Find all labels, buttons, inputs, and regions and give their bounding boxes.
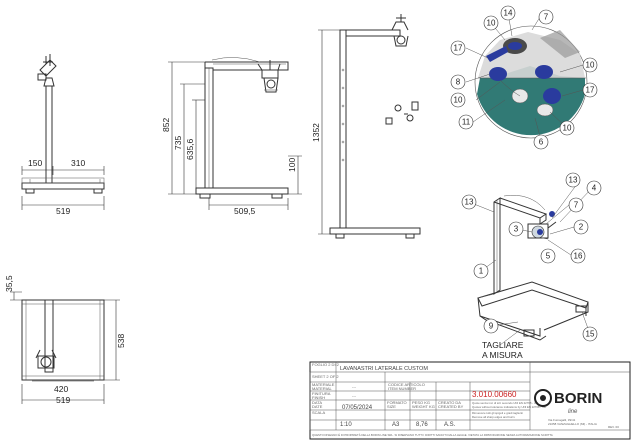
balloon-9: 9 — [489, 322, 494, 331]
dim-519-front: 519 — [56, 206, 70, 216]
iso-view: TAGLIARE A MISURA — [477, 195, 589, 360]
tb-weight-value: 8,76 — [416, 422, 428, 428]
dim-35-5: 35,5 — [4, 275, 14, 292]
tb-finish-value: --- — [352, 393, 357, 398]
balloon-10: 10 — [563, 124, 572, 133]
tb-item-label: ITEM NUMBER — [388, 386, 416, 391]
tb-data-label: DATA — [312, 400, 322, 405]
tb-date-value: 07/05/2024 — [342, 405, 373, 411]
tb-tolerance-2: Quotes without tolerance indications by … — [472, 405, 546, 409]
logo-sub: line — [568, 409, 578, 415]
balloon-7: 7 — [544, 13, 549, 22]
tb-codice-label: CODICE ARTICOLO — [388, 382, 425, 387]
tb-size-value: A3 — [392, 422, 400, 428]
title-block: FOGLIO 2 DI 2 SHEET 2 OF 2 LAVANASTRI LA… — [309, 361, 631, 440]
tb-formato-label: FORMATO — [387, 400, 407, 405]
balloons — [465, 12, 593, 335]
tb-peso-label: PESO KG — [412, 400, 430, 405]
dim-150: 150 — [28, 158, 42, 168]
tb-finish-en: FINISH — [312, 395, 325, 400]
note-tagliare: TAGLIARE — [482, 340, 524, 350]
tb-company: Via Fumagalli, 39/41 — [548, 418, 576, 422]
tb-creator-value: A.S. — [444, 422, 456, 428]
balloon-11: 11 — [462, 118, 471, 127]
tb-weight-en: WEIGHT KG — [412, 404, 435, 409]
balloon-16: 16 — [574, 252, 583, 261]
balloon-8: 8 — [456, 78, 461, 87]
tb-foglio: FOGLIO 2 DI 2 — [312, 362, 340, 367]
balloon-6: 6 — [539, 138, 544, 147]
balloon-10: 10 — [454, 96, 463, 105]
balloon-7: 7 — [574, 201, 579, 210]
dim-420: 420 — [54, 384, 68, 394]
balloon-17: 17 — [586, 86, 595, 95]
dim-852: 852 — [161, 118, 171, 132]
tb-sheet: SHEET 2 OF 2 — [312, 374, 339, 379]
dim-100: 100 — [287, 158, 297, 172]
balloon-1: 1 — [479, 267, 484, 276]
tb-title: LAVANASTRI LATERALE CUSTOM — [340, 366, 428, 372]
front-view: 150 310 519 — [21, 54, 105, 216]
tb-size-en: SIZE — [387, 404, 396, 409]
balloon-14: 14 — [504, 9, 513, 18]
tb-creato-label: CREATO DA — [438, 400, 461, 405]
balloon-10: 10 — [487, 19, 496, 28]
tb-address: 21058 VANZAGHELLO (MI) - ITALIA — [548, 422, 597, 426]
tb-finish-note-2: Remove all sharp edges and burrs — [472, 415, 515, 419]
note-a-misura: A MISURA — [482, 350, 523, 360]
dim-509-5: 509,5 — [234, 206, 256, 216]
tb-material-en: MATERIAL — [312, 386, 332, 391]
tb-footer: QUESTO DISEGNO È DI PROPRIETÀ DELLA BORI… — [312, 432, 553, 437]
side-view: 852 735 635,6 100 509,5 — [161, 57, 302, 216]
balloon-17: 17 — [454, 44, 463, 53]
tb-material-label: MATERIALE — [312, 382, 335, 387]
tall-view: 1352 — [311, 14, 421, 239]
dim-310: 310 — [71, 158, 85, 168]
tb-material-value: --- — [352, 384, 357, 389]
dim-635-6: 635,6 — [185, 138, 195, 160]
logo-text: BORIN — [554, 390, 602, 407]
tb-tolerance-1: Quote senza ind. di toll. secondo UNI EN… — [472, 401, 538, 405]
dim-735: 735 — [173, 136, 183, 150]
tb-finish-label: FINITURA — [312, 391, 331, 396]
balloon-13: 13 — [569, 176, 578, 185]
tb-created-en: CREATED BY — [438, 404, 464, 409]
balloon-5: 5 — [546, 252, 551, 261]
dim-519-top: 519 — [56, 395, 70, 405]
tb-scale-value: 1:10 — [340, 422, 352, 428]
dim-1352: 1352 — [311, 123, 321, 142]
tb-finish-note-1: Rimuovere tutti gli spigoli e gradi tagl… — [472, 411, 523, 415]
balloon-4: 4 — [592, 184, 597, 193]
dim-538: 538 — [116, 334, 126, 348]
tb-rev: REV. 00 — [608, 425, 619, 429]
balloon-group: 10 14 7 17 10 8 10 17 11 10 6 13 13 4 7 … — [450, 5, 602, 342]
tb-scala-label: SCALA — [312, 410, 325, 415]
tb-item-code: 3.010.00660 — [472, 390, 517, 399]
detail-view — [474, 25, 588, 139]
balloon-2: 2 — [579, 223, 584, 232]
balloon-15: 15 — [586, 330, 595, 339]
balloon-3: 3 — [514, 225, 519, 234]
balloon-13: 13 — [465, 198, 474, 207]
balloon-10: 10 — [586, 61, 595, 70]
top-view: 35,5 538 420 519 — [4, 275, 126, 405]
tb-date-en: DATE — [312, 404, 323, 409]
borin-logo-icon — [534, 389, 552, 407]
